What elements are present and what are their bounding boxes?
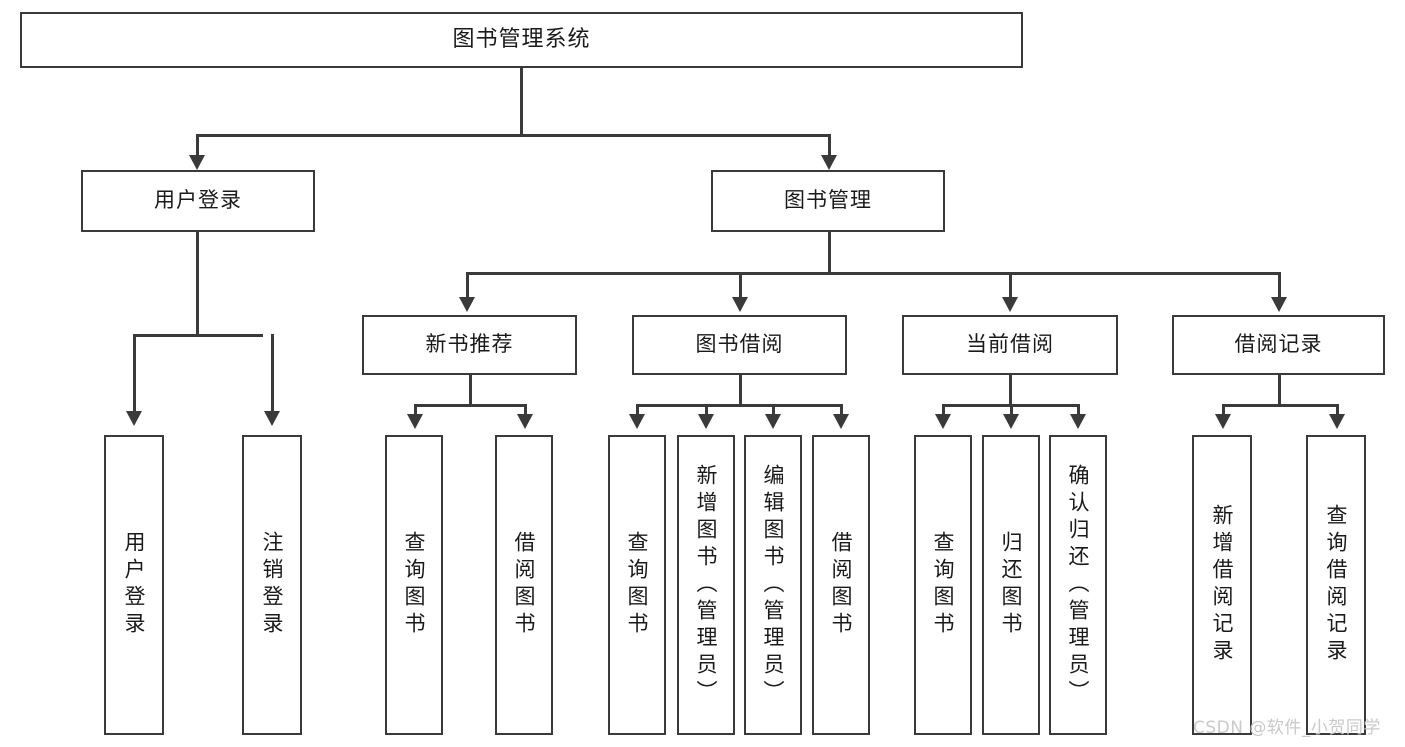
connector-br-branch-2 <box>1336 404 1339 418</box>
connector-user-login-branch-2 <box>271 334 274 414</box>
connector-current-borrow-stem <box>1009 375 1012 404</box>
node-label: 借阅图书 <box>512 531 537 639</box>
node-label: 编辑图书（管理员） <box>761 463 786 707</box>
arrowhead-current-borrow <box>1002 297 1018 312</box>
connector-root-stem <box>520 68 523 134</box>
node-label: 确认归还（管理员） <box>1066 463 1091 707</box>
arrowhead-book-borrow <box>732 297 748 312</box>
node-book-borrow[interactable]: 图书借阅 <box>632 315 847 375</box>
arrowhead-cb-return-book <box>1003 414 1019 429</box>
arrowhead-br-add-record <box>1215 414 1231 429</box>
leaf-bb-borrow-book[interactable]: 借阅图书 <box>812 435 870 735</box>
connector-bb-branch-2 <box>705 404 708 418</box>
leaf-cb-confirm-return[interactable]: 确认归还（管理员） <box>1049 435 1107 735</box>
arrowhead-bb-borrow-book <box>833 414 849 429</box>
node-label: 新增图书（管理员） <box>694 463 719 707</box>
connector-bb-branch-4 <box>840 404 843 418</box>
connector-root-to-user-login <box>196 134 199 158</box>
node-current-borrow[interactable]: 当前借阅 <box>902 315 1118 375</box>
leaf-bb-query-book[interactable]: 查询图书 <box>608 435 666 735</box>
leaf-br-add-record[interactable]: 新增借阅记录 <box>1192 435 1252 735</box>
node-label: 查询图书 <box>931 531 956 639</box>
node-label: 借阅记录 <box>1234 332 1323 357</box>
connector-book-management-bus <box>466 272 1280 275</box>
connector-book-borrow-bus <box>636 404 842 407</box>
node-label: 当前借阅 <box>966 332 1054 357</box>
leaf-br-query-record[interactable]: 查询借阅记录 <box>1306 435 1366 735</box>
connector-bb-branch-1 <box>636 404 639 418</box>
node-label: 用户登录 <box>154 188 242 213</box>
connector-br-branch-1 <box>1222 404 1225 418</box>
connector-cb-branch-1 <box>942 404 945 418</box>
connector-user-login-bus <box>133 334 263 337</box>
node-label: 查询借阅记录 <box>1324 504 1349 666</box>
connector-new-book-branch-1 <box>414 404 417 418</box>
arrowhead-borrow-record <box>1271 297 1287 312</box>
leaf-bb-edit-book[interactable]: 编辑图书（管理员） <box>744 435 802 735</box>
node-user-login[interactable]: 用户登录 <box>81 170 315 232</box>
arrowhead-nb-query-book <box>407 414 423 429</box>
arrowhead-bb-add-book <box>698 414 714 429</box>
leaf-cb-query-book[interactable]: 查询图书 <box>914 435 972 735</box>
arrowhead-leaf-logout <box>264 411 280 426</box>
connector-bm-to-current-borrow <box>1009 272 1012 299</box>
node-new-book-recommend[interactable]: 新书推荐 <box>362 315 577 375</box>
connector-new-book-branch-2 <box>524 404 527 418</box>
arrowhead-leaf-user-login <box>126 411 142 426</box>
node-label: 图书借阅 <box>695 332 784 357</box>
connector-bm-to-borrow-record <box>1278 272 1281 299</box>
node-label: 借阅图书 <box>829 531 854 639</box>
node-label: 查询图书 <box>402 531 427 639</box>
arrowhead-cb-confirm-return <box>1070 414 1086 429</box>
connector-borrow-record-stem <box>1278 375 1281 404</box>
leaf-nb-borrow-book[interactable]: 借阅图书 <box>495 435 553 735</box>
connector-bm-to-new-book <box>466 272 469 299</box>
connector-cb-branch-3 <box>1077 404 1080 418</box>
node-label: 归还图书 <box>999 531 1024 639</box>
arrowhead-nb-borrow-book <box>517 414 533 429</box>
node-label: 新增借阅记录 <box>1210 504 1235 666</box>
arrowhead-bb-edit-book <box>765 414 781 429</box>
connector-borrow-record-bus <box>1222 404 1338 407</box>
arrowhead-bb-query-book <box>629 414 645 429</box>
arrowhead-book-management <box>821 155 837 170</box>
node-label: 注销登录 <box>260 531 285 639</box>
connector-book-borrow-stem <box>739 375 742 404</box>
connector-bm-to-book-borrow <box>739 272 742 299</box>
connector-book-management-stem <box>828 232 831 272</box>
connector-root-to-book-management <box>828 134 831 158</box>
node-label: 新书推荐 <box>425 332 514 357</box>
node-borrow-record[interactable]: 借阅记录 <box>1172 315 1385 375</box>
arrowhead-new-book-recommend <box>459 297 475 312</box>
node-root-book-management-system[interactable]: 图书管理系统 <box>20 12 1023 68</box>
connector-cb-branch-2 <box>1010 404 1013 418</box>
node-label: 查询图书 <box>625 531 650 639</box>
node-book-management[interactable]: 图书管理 <box>711 170 945 232</box>
connector-new-book-bus <box>414 404 526 407</box>
connector-root-bus <box>196 134 830 137</box>
connector-new-book-stem <box>469 375 472 404</box>
connector-user-login-stem <box>196 232 199 334</box>
node-label: 图书管理系统 <box>452 26 591 52</box>
connector-user-login-branch-1 <box>133 334 136 414</box>
leaf-bb-add-book[interactable]: 新增图书（管理员） <box>677 435 735 735</box>
leaf-logout[interactable]: 注销登录 <box>242 435 302 735</box>
connector-bb-branch-3 <box>772 404 775 418</box>
arrowhead-br-query-record <box>1329 414 1345 429</box>
leaf-cb-return-book[interactable]: 归还图书 <box>982 435 1040 735</box>
arrowhead-cb-query-book <box>935 414 951 429</box>
leaf-user-login[interactable]: 用户登录 <box>104 435 164 735</box>
leaf-nb-query-book[interactable]: 查询图书 <box>385 435 443 735</box>
node-label: 用户登录 <box>122 531 147 639</box>
arrowhead-user-login <box>189 155 205 170</box>
node-label: 图书管理 <box>784 188 872 213</box>
